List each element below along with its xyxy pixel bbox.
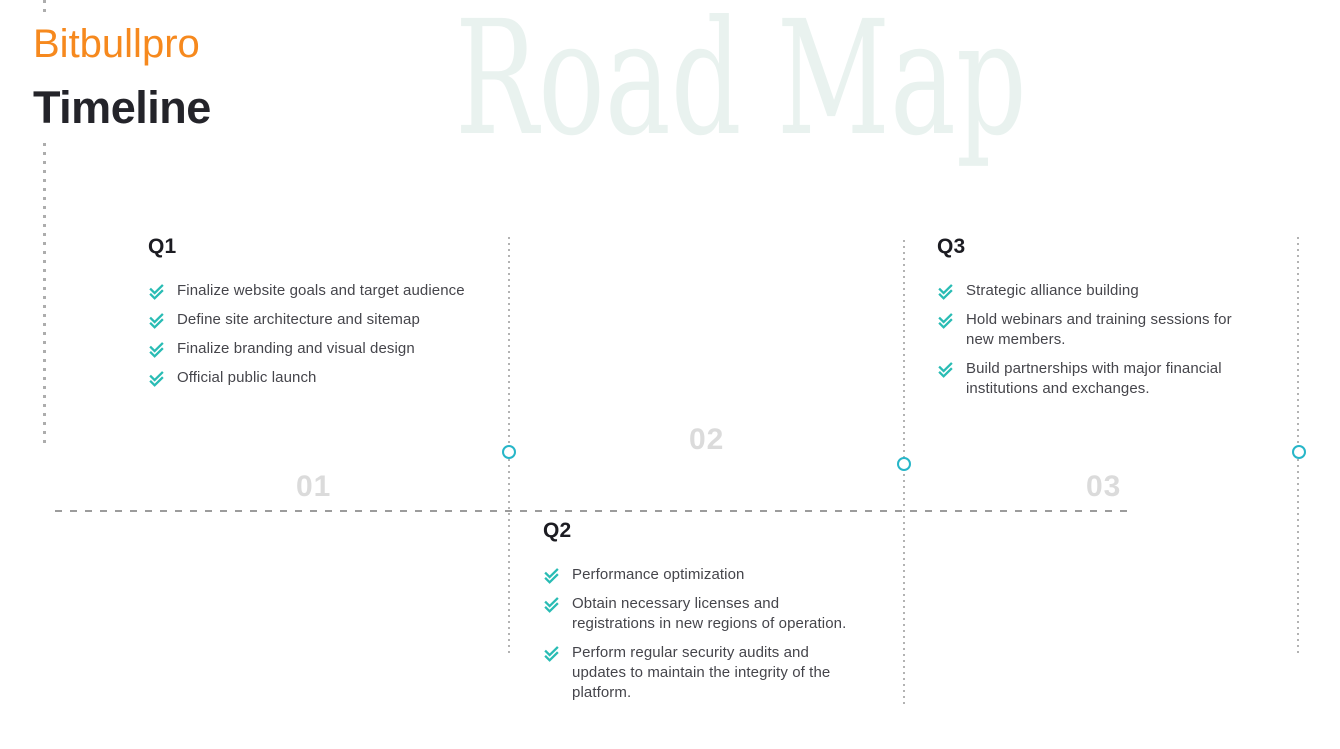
list-item: Obtain necessary licenses and registrati…: [543, 594, 861, 634]
double-check-icon: [148, 283, 165, 300]
double-check-icon: [148, 341, 165, 358]
double-check-icon: [543, 596, 560, 613]
timeline-node-3: [1292, 445, 1306, 459]
milestone-number-02: 02: [689, 423, 725, 456]
milestone-q3-label: Q3: [937, 235, 966, 258]
list-item-text: Performance optimization: [572, 566, 745, 583]
double-check-icon: [148, 370, 165, 387]
timeline-axis: [55, 510, 1133, 512]
timeline-node-1: [502, 445, 516, 459]
list-item-text: Obtain necessary licenses and registrati…: [572, 595, 847, 632]
list-item: Define site architecture and sitemap: [148, 310, 496, 330]
divider-q2: [903, 240, 905, 708]
list-item-text: Strategic alliance building: [966, 282, 1139, 299]
list-item-text: Build partnerships with major financial …: [966, 360, 1222, 397]
list-item: Strategic alliance building: [937, 281, 1237, 301]
list-item: Perform regular security audits and upda…: [543, 643, 861, 703]
double-check-icon: [937, 361, 954, 378]
milestone-q1: Q1 Finalize website goals and target aud…: [148, 235, 496, 397]
double-check-icon: [937, 312, 954, 329]
list-item: Finalize branding and visual design: [148, 339, 496, 359]
brand-title: Bitbullpro: [33, 22, 200, 66]
milestone-q3: Q3 Strategic alliance building Hold webi…: [937, 235, 1237, 408]
list-item: Performance optimization: [543, 565, 861, 585]
list-item-text: Finalize branding and visual design: [177, 340, 415, 357]
left-dotted-line: [43, 143, 46, 446]
double-check-icon: [543, 567, 560, 584]
milestone-number-03: 03: [1086, 470, 1122, 503]
page-title: Timeline: [33, 82, 211, 133]
milestone-q2: Q2 Performance optimization Obtain neces…: [543, 519, 861, 712]
left-dotted-line-top: [43, 0, 46, 16]
timeline-node-2: [897, 457, 911, 471]
list-item-text: Define site architecture and sitemap: [177, 311, 420, 328]
double-check-icon: [543, 645, 560, 662]
list-item: Hold webinars and training sessions for …: [937, 310, 1237, 350]
list-item: Build partnerships with major financial …: [937, 359, 1237, 399]
list-item-text: Hold webinars and training sessions for …: [966, 311, 1232, 348]
double-check-icon: [937, 283, 954, 300]
double-check-icon: [148, 312, 165, 329]
list-item-text: Official public launch: [177, 369, 317, 386]
list-item-text: Finalize website goals and target audien…: [177, 282, 465, 299]
list-item: Finalize website goals and target audien…: [148, 281, 496, 301]
milestone-q2-label: Q2: [543, 519, 572, 542]
milestone-q1-label: Q1: [148, 235, 177, 258]
milestone-number-01: 01: [296, 470, 332, 503]
list-item-text: Perform regular security audits and upda…: [572, 644, 831, 701]
watermark-text: Road Map: [455, 0, 1027, 171]
list-item: Official public launch: [148, 368, 496, 388]
